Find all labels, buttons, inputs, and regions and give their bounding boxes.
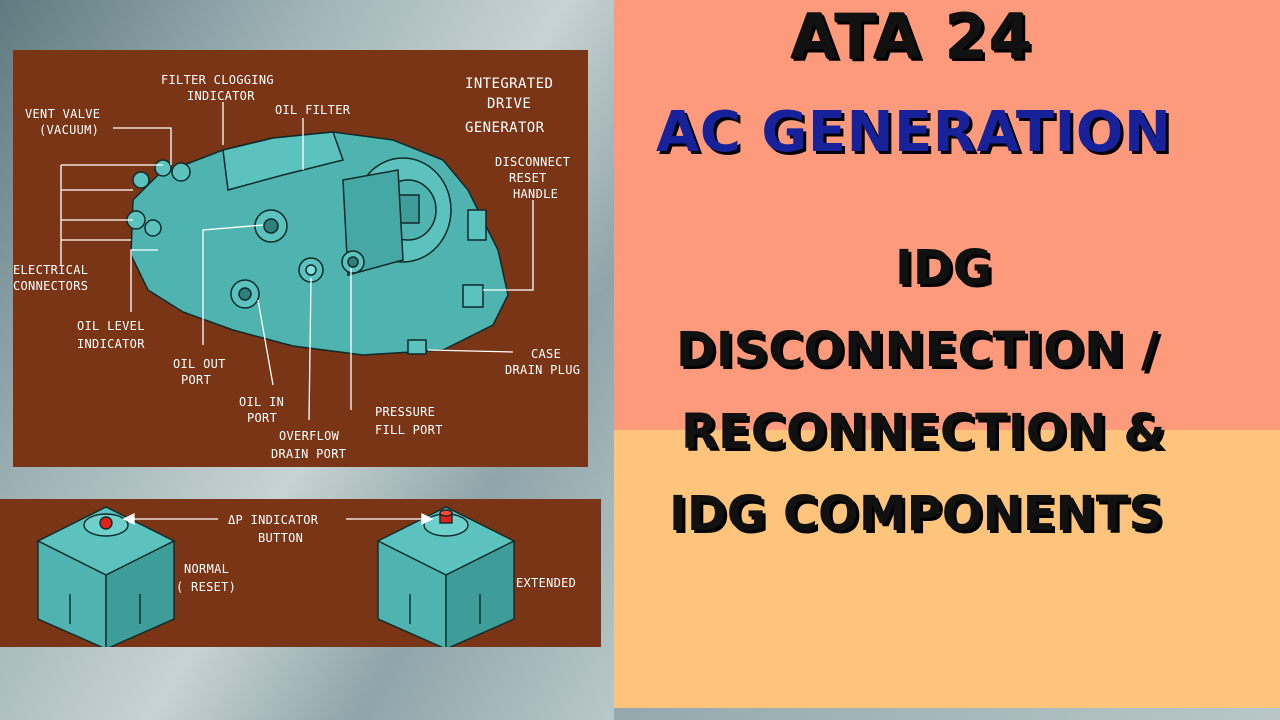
label-disconnect-2: RESET — [509, 171, 547, 185]
label-vent-valve: VENT VALVE — [25, 107, 100, 121]
idg-title-1: INTEGRATED — [465, 76, 553, 92]
label-electrical-2: CONNECTORS — [13, 279, 88, 293]
headline-panel-bottom — [614, 430, 1280, 708]
label-extended: EXTENDED — [516, 576, 576, 590]
idg-diagram-panel: FILTER CLOGGING INDICATOR OIL FILTER VEN… — [13, 50, 588, 467]
label-disconnect: DISCONNECT — [495, 155, 570, 169]
label-oil-level: OIL LEVEL — [77, 319, 145, 333]
filter-unit-extended — [376, 506, 516, 647]
label-oil-filter: OIL FILTER — [275, 103, 351, 117]
indicator-arrows — [122, 512, 434, 526]
label-oil-out: OIL OUT — [173, 357, 226, 371]
headline-panel-top — [614, 0, 1280, 430]
label-dp-indicator: ΔP INDICATOR — [228, 513, 319, 527]
label-overflow-2: DRAIN PORT — [271, 447, 346, 461]
dp-button-extended — [439, 509, 453, 517]
label-oil-out-2: PORT — [181, 373, 211, 387]
idg-diagram: FILTER CLOGGING INDICATOR OIL FILTER VEN… — [13, 73, 580, 461]
headline-disconnection: DISCONNECTION / — [676, 322, 1159, 378]
label-oil-in-2: PORT — [247, 411, 277, 425]
headline-reconnection: RECONNECTION & — [681, 404, 1166, 460]
label-overflow: OVERFLOW — [279, 429, 340, 443]
label-normal: NORMAL — [184, 562, 229, 576]
leader-lines — [60, 102, 534, 421]
label-electrical: ELECTRICAL — [13, 263, 88, 277]
label-oil-level-2: INDICATOR — [77, 337, 145, 351]
idg-title-3: GENERATOR — [465, 120, 545, 136]
dp-indicator-panel: ΔP INDICATOR BUTTON NORMAL ( RESET) EXTE… — [0, 499, 601, 647]
label-case-drain-2: DRAIN PLUG — [505, 363, 580, 377]
diagram-labels: FILTER CLOGGING INDICATOR OIL FILTER VEN… — [13, 73, 580, 461]
label-vent-valve-2: (VACUUM) — [39, 123, 99, 137]
label-filter-clogging: FILTER CLOGGING — [161, 73, 274, 87]
headline-idg-components: IDG COMPONENTS — [669, 486, 1164, 542]
label-pressure-2: FILL PORT — [375, 423, 443, 437]
idg-title-2: DRIVE — [487, 96, 531, 112]
dp-button-normal — [99, 516, 113, 530]
headline-ac-generation: AC GENERATION — [656, 100, 1172, 165]
idg-body — [126, 131, 509, 356]
filter-unit-normal — [36, 506, 176, 647]
headline-idg: IDG — [895, 240, 993, 296]
dp-indicator-diagram: ΔP INDICATOR BUTTON NORMAL ( RESET) EXTE… — [36, 506, 576, 647]
label-dp-button: BUTTON — [258, 531, 303, 545]
label-oil-in: OIL IN — [239, 395, 284, 409]
label-disconnect-3: HANDLE — [513, 187, 558, 201]
label-case-drain: CASE — [531, 347, 561, 361]
headline-ata: ATA 24 — [790, 0, 1033, 73]
label-pressure: PRESSURE — [375, 405, 435, 419]
label-filter-clogging-2: INDICATOR — [187, 89, 255, 103]
label-reset: ( RESET) — [176, 580, 236, 594]
